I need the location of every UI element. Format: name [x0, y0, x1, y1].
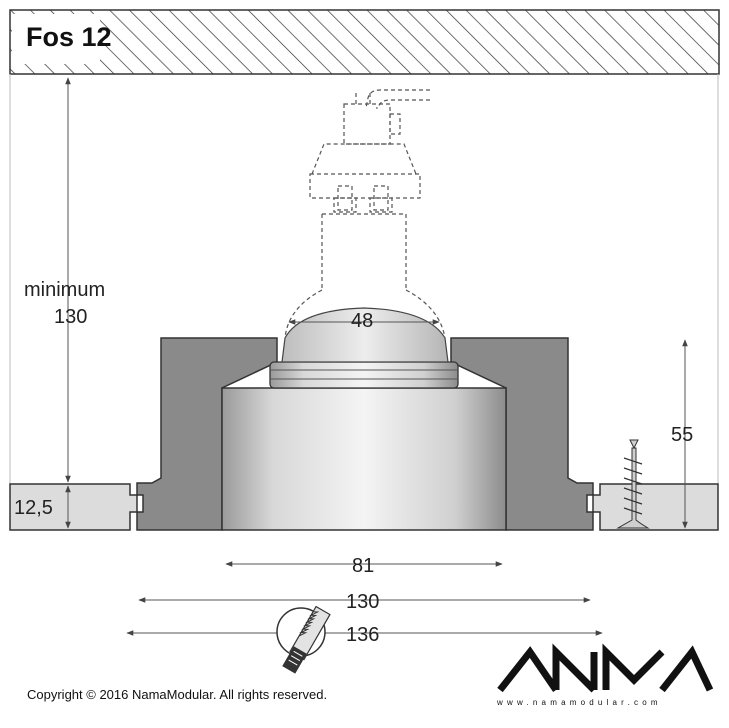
copyright-text: Copyright © 2016 NamaModular. All rights…: [27, 687, 328, 702]
height-value: 55: [671, 424, 694, 446]
minimum-value: 130: [54, 306, 88, 328]
cutout-value: 130: [346, 591, 380, 613]
minimum-label: minimum: [24, 279, 106, 301]
fixture-body: [136, 337, 594, 531]
inner-diameter-value: 81: [352, 555, 375, 577]
ceiling-board-right: [592, 483, 719, 531]
logo-url: www.namamodular.com: [497, 698, 662, 707]
lamp-rings: [269, 361, 459, 389]
lamp-socket-outline: [284, 89, 446, 339]
nama-logo: [497, 643, 714, 693]
screw-icon: [616, 439, 650, 529]
page-title: Fos 12: [26, 22, 112, 52]
ceiling-thickness-value: 12,5: [14, 497, 53, 519]
inner-cylinder: [221, 387, 507, 531]
outer-diameter-value: 136: [346, 624, 380, 646]
hole-saw-icon: [276, 605, 331, 674]
ceiling-slab: [9, 9, 720, 75]
lamp-width-value: 48: [351, 310, 374, 332]
